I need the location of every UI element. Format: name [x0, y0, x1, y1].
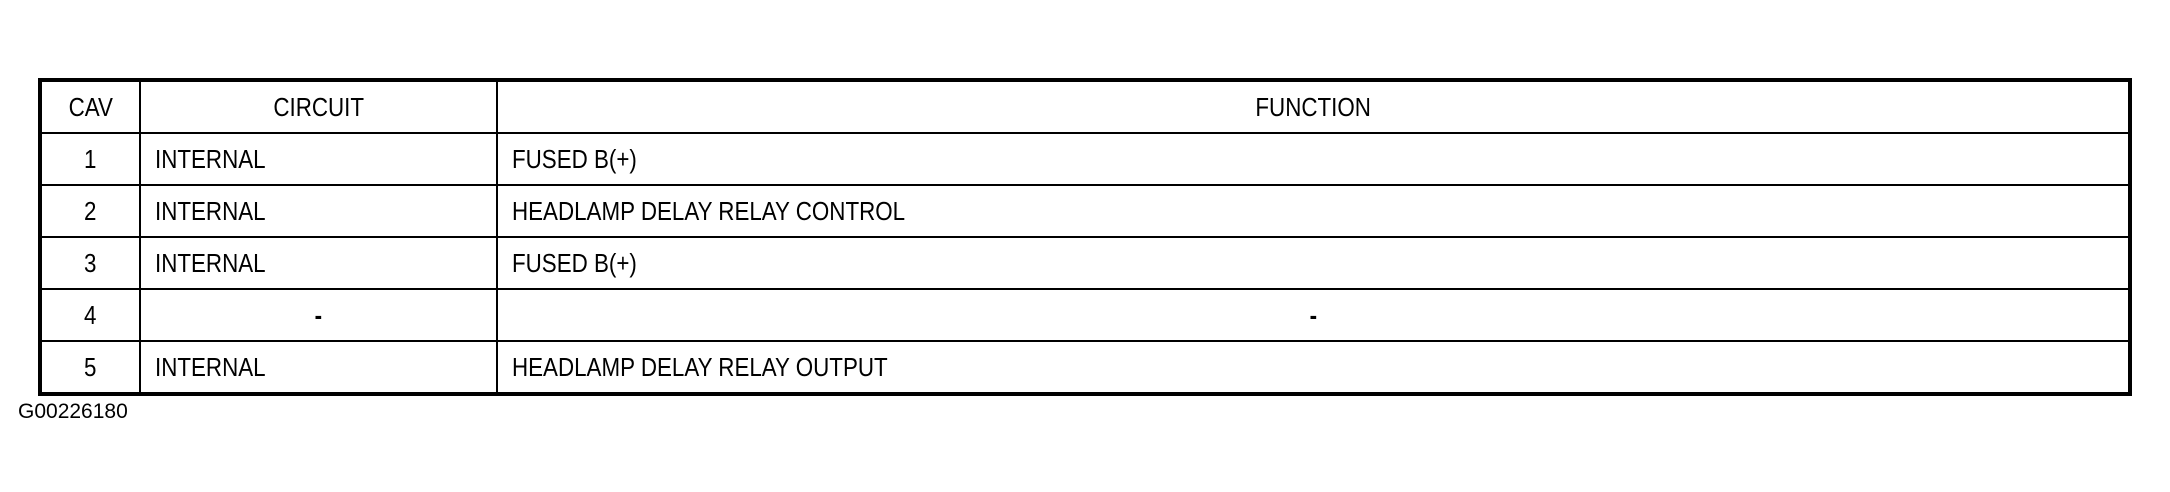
figure-id-label: G00226180 — [18, 400, 128, 423]
cav-cell: 4 — [39, 288, 141, 342]
connector-pinout-table: CAV CIRCUIT FUNCTION 1 INTERNAL FUSED B(… — [38, 78, 2132, 396]
circuit-cell: INTERNAL — [139, 132, 498, 186]
table-row: 5 INTERNAL HEADLAMP DELAY RELAY OUTPUT — [39, 340, 2131, 395]
table-header-row: CAV CIRCUIT FUNCTION — [39, 79, 2131, 134]
cav-cell: 3 — [39, 236, 141, 290]
table-row: 3 INTERNAL FUSED B(+) — [39, 236, 2131, 290]
function-cell: HEADLAMP DELAY RELAY CONTROL — [496, 184, 2131, 238]
table-row: 4 - - — [39, 288, 2131, 342]
circuit-cell: INTERNAL — [139, 340, 498, 395]
header-circuit: CIRCUIT — [139, 79, 498, 134]
cav-cell: 2 — [39, 184, 141, 238]
function-cell: - — [496, 288, 2131, 342]
function-cell: FUSED B(+) — [496, 132, 2131, 186]
table-row: 1 INTERNAL FUSED B(+) — [39, 132, 2131, 186]
header-cav: CAV — [39, 79, 141, 134]
circuit-cell: INTERNAL — [139, 184, 498, 238]
function-cell: FUSED B(+) — [496, 236, 2131, 290]
circuit-cell: INTERNAL — [139, 236, 498, 290]
header-function: FUNCTION — [496, 79, 2131, 134]
cav-cell: 5 — [39, 340, 141, 395]
function-cell: HEADLAMP DELAY RELAY OUTPUT — [496, 340, 2131, 395]
cav-cell: 1 — [39, 132, 141, 186]
table-row: 2 INTERNAL HEADLAMP DELAY RELAY CONTROL — [39, 184, 2131, 238]
circuit-cell: - — [139, 288, 498, 342]
